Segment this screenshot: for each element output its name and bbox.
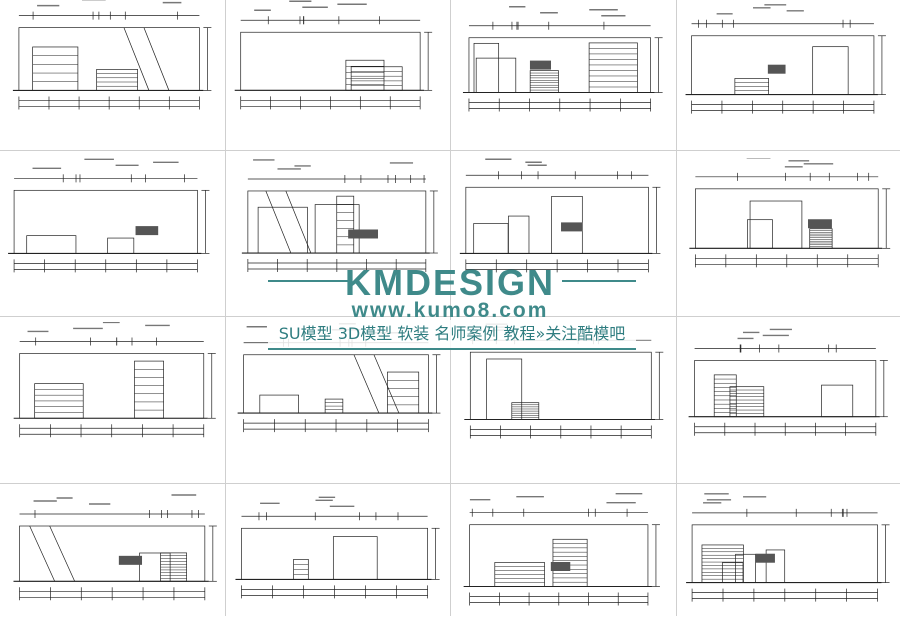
grid-divider-row-2 [0,316,900,317]
elevation-drawing [0,158,225,312]
grid-divider-row-1 [0,150,900,151]
watermark-url: www.kumo8.com [351,299,549,322]
elevation-drawing [225,489,450,643]
watermark-brand: KMDESIGN [344,262,555,303]
watermark-overlay: KMDESIGN www.kumo8.com SU模型 3D模型 软装 名师案例… [0,262,900,362]
watermark-rule-left [268,280,348,282]
grid-divider-3 [676,0,677,616]
watermark-rule-right [562,280,636,282]
watermark-tagline: SU模型 3D模型 软装 名师案例 教程»关注酷模吧 [268,320,636,350]
elevation-drawing [676,489,900,643]
elevation-drawing [676,0,900,154]
elevation-drawing [676,158,900,312]
elevation-drawing [0,322,225,476]
elevation-drawing [225,0,450,154]
grid-divider-row-3 [0,483,900,484]
grid-divider-2 [450,0,451,616]
grid-divider-1 [225,0,226,616]
elevation-drawing [450,158,675,312]
elevation-drawing [450,489,675,643]
elevation-drawing [676,322,900,476]
elevation-drawing [0,0,225,154]
elevation-drawing [0,489,225,643]
elevation-drawing [225,158,450,312]
elevation-drawing [450,0,675,154]
